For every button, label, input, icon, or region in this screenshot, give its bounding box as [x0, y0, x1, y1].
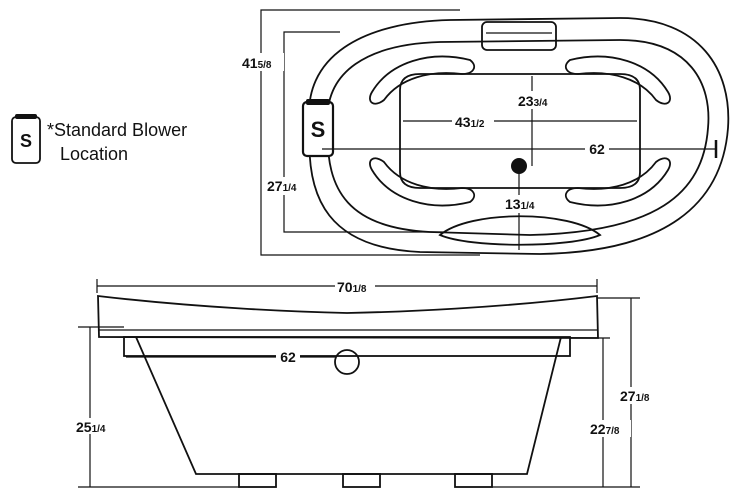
drain-offset-label: 131/4 [505, 196, 535, 212]
overflow-drain-icon [334, 349, 360, 375]
left-height-label: 251/4 [76, 419, 106, 435]
tub-rim-side [97, 294, 599, 339]
basin-width-whole: 23 [518, 93, 534, 109]
blower-location-icon-cap [306, 99, 330, 105]
tub-foot-right [454, 473, 493, 488]
drain-offset-frac: 1/4 [521, 201, 535, 212]
armrest-top-right [564, 55, 671, 105]
headrest-pillow [481, 21, 557, 51]
tub-foot-center [342, 473, 381, 488]
left-height-frac: 1/4 [92, 424, 106, 435]
inner-width-bracket [283, 31, 445, 233]
overall-height-whole: 27 [620, 388, 636, 404]
tub-outer-rim [308, 17, 730, 255]
basin-length-whole: 43 [455, 114, 471, 130]
basin-length-label: 431/2 [455, 114, 485, 130]
blower-legend-line2: Location [60, 144, 128, 164]
rim-length-frac: 1/8 [353, 284, 367, 295]
armrest-bottom-right [564, 157, 671, 207]
tub-basin [399, 73, 641, 189]
side-view: 701/8 62 251/4 271/8 [72, 279, 661, 488]
basin-width-frac: 3/4 [534, 98, 548, 109]
armrest-top-left [369, 55, 476, 105]
left-height-whole: 25 [76, 419, 92, 435]
apron-ledge [123, 336, 571, 357]
inner-width-frac: 1/4 [283, 183, 297, 194]
blower-legend-icon-cap [15, 114, 37, 119]
blower-legend: S *Standard Blower Location [11, 114, 187, 164]
blower-location-letter: S [311, 117, 326, 142]
armrest-bottom-left [369, 157, 476, 207]
overall-height-label: 271/8 [620, 388, 650, 404]
basin-width-label: 233/4 [518, 93, 548, 109]
inner-width-whole: 27 [267, 178, 283, 194]
basin-length-frac: 1/2 [471, 119, 485, 130]
apron-height-frac: 7/8 [606, 426, 620, 437]
tub-inner-rim [326, 39, 710, 236]
rim-length-whole: 70 [337, 279, 353, 295]
overall-height-frac: 1/8 [636, 393, 650, 404]
rim-length-label: 701/8 [337, 279, 367, 295]
base-length-label: 62 [280, 349, 296, 365]
apron-height-label: 227/8 [590, 421, 620, 437]
tub-foot-left [238, 473, 277, 488]
blower-legend-line1: *Standard Blower [47, 120, 187, 140]
inner-width-label: 271/4 [267, 178, 297, 194]
overall-width-frame [260, 9, 480, 256]
overall-width-frac: 5/8 [258, 60, 272, 71]
top-view: S 415/8 271/4 233/4 431/2 62 131/4 [238, 9, 730, 256]
apron-height-whole: 22 [590, 421, 606, 437]
blower-legend-icon-letter: S [20, 131, 32, 151]
overall-width-whole: 41 [242, 55, 258, 71]
outside-length-label: 62 [589, 141, 605, 157]
foot-end-lip [438, 215, 602, 246]
drain-offset-whole: 13 [505, 196, 521, 212]
drain-icon [511, 158, 527, 174]
overall-width-label: 415/8 [242, 55, 272, 71]
